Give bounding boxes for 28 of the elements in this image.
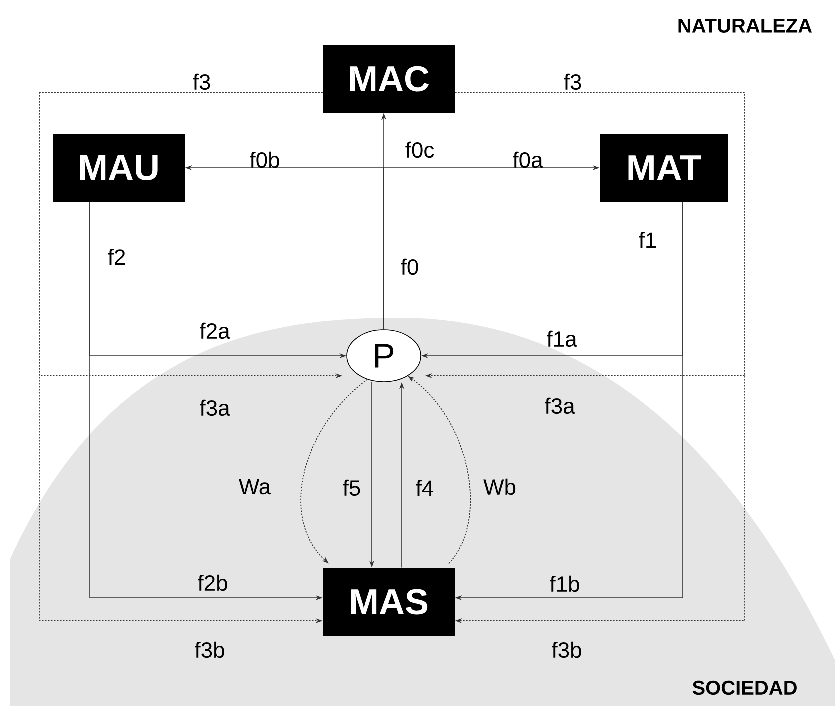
label-box: MAU (53, 134, 185, 202)
text-label: f3 (564, 74, 582, 90)
text-label: SOCIEDAD (692, 680, 797, 696)
edge-label: Wb (484, 478, 516, 496)
text-label: f1 (639, 232, 656, 248)
edge-label: f3b (195, 642, 224, 658)
label-box: MAC (323, 45, 455, 113)
label-box: MAT (600, 134, 728, 202)
edge-label: f1a (547, 330, 578, 348)
text-label: f2 (108, 249, 126, 265)
ellipse-node: P (346, 330, 422, 382)
edge-label: f2b (198, 574, 228, 592)
edge-label: f3b (552, 642, 582, 658)
text-label: f3 (193, 74, 210, 90)
edge-label: f2a (200, 322, 230, 340)
text-label: NATURALEZA (678, 19, 812, 33)
arrow (454, 92, 746, 624)
edge-label: f5 (343, 480, 360, 496)
edge-label: f0c (406, 142, 434, 158)
text-label: f0 (401, 258, 418, 276)
edge-label: f3a (545, 398, 576, 414)
edge-label: f0a (513, 152, 544, 168)
edge-label: Wa (239, 479, 272, 495)
label-box: MAS (323, 568, 455, 636)
edge-label: f3a (200, 400, 230, 416)
edge-label: f4 (416, 480, 434, 496)
edge-label: f1b (550, 576, 580, 592)
edge-label: f0b (250, 152, 280, 168)
